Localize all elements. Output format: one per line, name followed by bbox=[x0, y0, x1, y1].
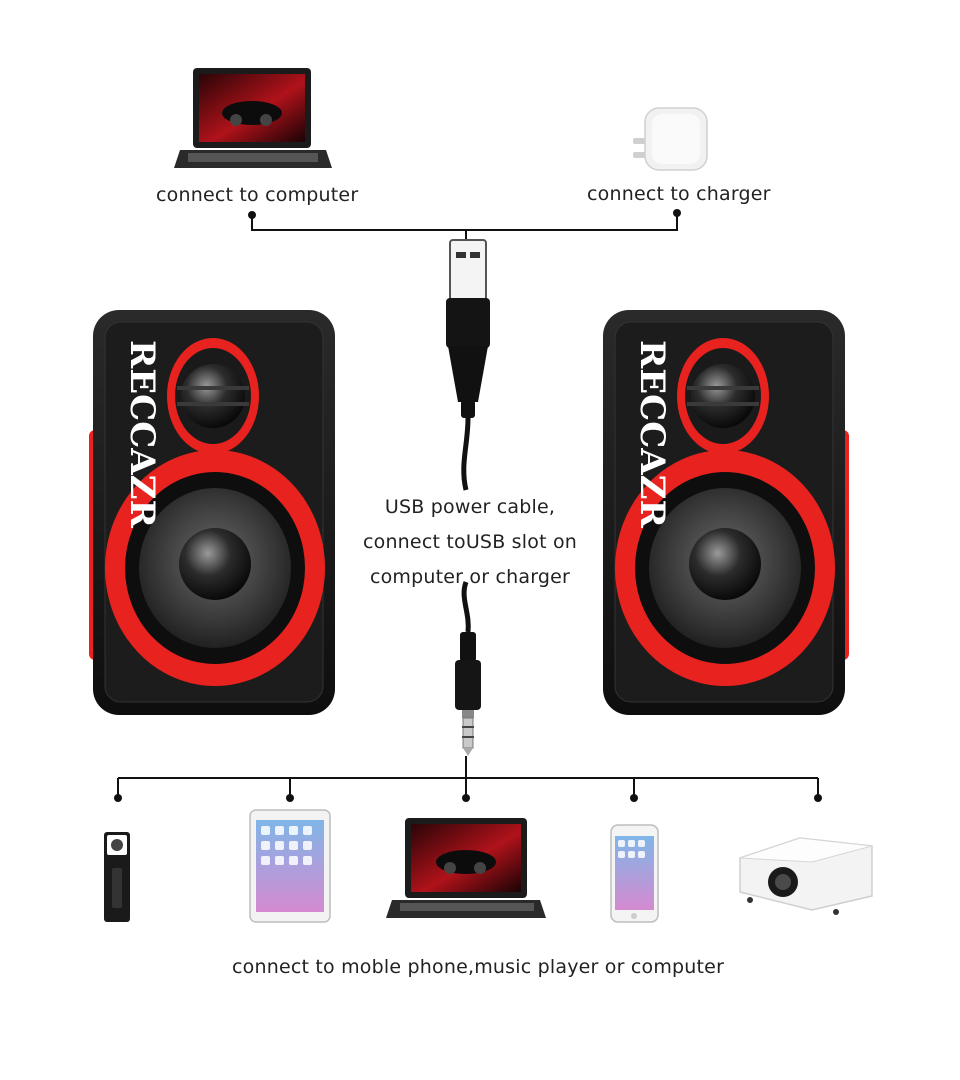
usb-description-line-3: computer or charger bbox=[369, 566, 571, 588]
left-speaker-logo: RECCAZR bbox=[122, 340, 162, 528]
usb-description-line-2: connect toUSB slot on bbox=[362, 531, 578, 553]
top-right-dot bbox=[673, 209, 681, 217]
tablet-icon bbox=[249, 809, 331, 923]
connect-charger-label: connect to charger bbox=[587, 183, 771, 205]
usb-cable bbox=[461, 417, 471, 491]
connect-computer-label: connect to computer bbox=[156, 184, 359, 206]
usb-plug-icon bbox=[446, 239, 490, 418]
top-connector-lines bbox=[251, 213, 678, 240]
audio-jack-icon bbox=[455, 632, 481, 756]
bottom-connector-dots bbox=[114, 794, 822, 802]
top-left-dot bbox=[248, 211, 256, 219]
right-speaker-logo: RECCAZR bbox=[632, 340, 672, 528]
left-speaker: RECCAZR bbox=[89, 310, 335, 715]
music-player-icon bbox=[104, 832, 130, 922]
audio-cable bbox=[461, 581, 471, 633]
usb-cable-description: USB power cable, connect toUSB slot on c… bbox=[340, 490, 600, 595]
phone-icon bbox=[610, 824, 659, 923]
bottom-connect-label: connect to moble phone,music player or c… bbox=[232, 956, 725, 978]
charger-icon bbox=[633, 107, 708, 171]
bottom-connector-lines bbox=[117, 756, 819, 797]
usb-description-line-1: USB power cable, bbox=[384, 496, 556, 518]
right-speaker: RECCAZR bbox=[603, 310, 849, 715]
laptop-top-icon bbox=[174, 68, 332, 168]
laptop-bottom-icon bbox=[386, 818, 546, 918]
projector-icon bbox=[739, 837, 873, 915]
